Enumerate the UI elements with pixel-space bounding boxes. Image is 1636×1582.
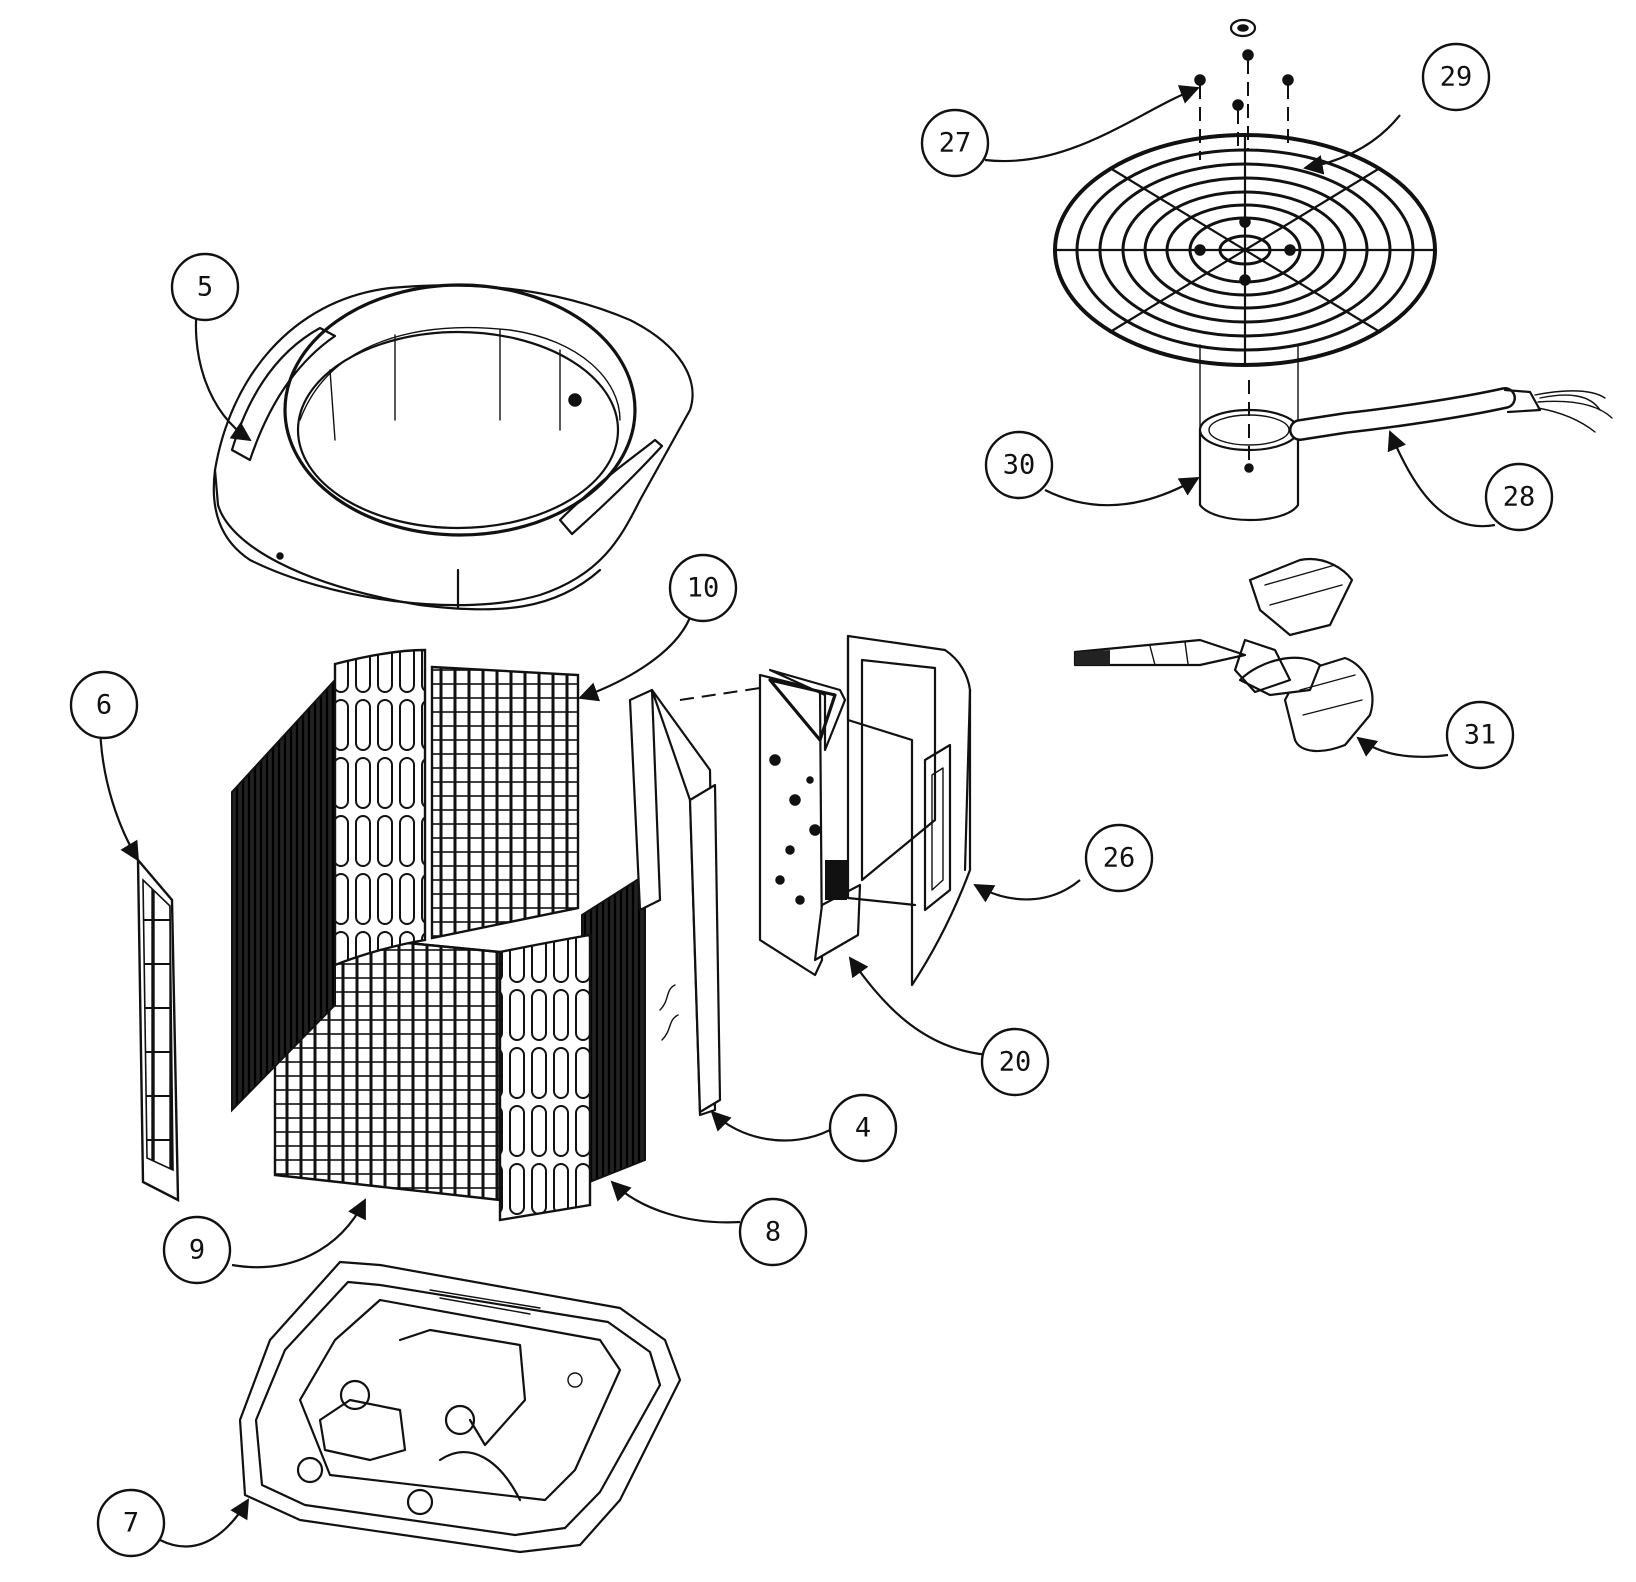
callout-28: 28 (1484, 462, 1554, 532)
fan-blade (1073, 557, 1374, 753)
condenser-coil-right (581, 873, 646, 1187)
callout-30: 30 (984, 430, 1054, 500)
leader-29 (1303, 114, 1401, 175)
callout-27-label: 27 (939, 128, 972, 159)
fan-motor (1198, 344, 1300, 521)
leader-30 (1044, 477, 1200, 507)
condenser-coil-left (231, 677, 336, 1113)
callout-5: 5 (170, 252, 240, 322)
leader-7 (159, 1498, 250, 1548)
callout-30-label: 30 (1003, 450, 1036, 481)
top-cover (212, 283, 694, 611)
leader-10 (578, 611, 694, 702)
leader-31 (1356, 736, 1449, 758)
leader-28 (1387, 430, 1496, 528)
louvered-corner-panel-front (498, 933, 592, 1222)
leader-8 (610, 1180, 741, 1224)
leader-6 (98, 719, 140, 862)
leader-4 (710, 1110, 831, 1142)
callout-20-label: 20 (999, 1047, 1032, 1078)
callout-6: 6 (69, 670, 139, 740)
callout-29: 29 (1421, 42, 1491, 112)
callout-9: 9 (162, 1215, 232, 1285)
motor-wire-conduit (1289, 387, 1613, 441)
callout-31-label: 31 (1464, 720, 1497, 751)
leader-9 (231, 1198, 366, 1269)
callout-26-label: 26 (1103, 843, 1136, 874)
callout-27: 27 (920, 108, 990, 178)
callout-9-label: 9 (189, 1235, 205, 1266)
corner-post (628, 688, 722, 1117)
callout-29-label: 29 (1440, 62, 1473, 93)
fan-guard (1053, 133, 1437, 367)
base-pan (238, 1260, 682, 1554)
callout-20: 20 (980, 1027, 1050, 1097)
leader-lines (98, 85, 1496, 1548)
access-panel (846, 634, 972, 987)
callout-10: 10 (668, 553, 738, 623)
callout-10-label: 10 (687, 573, 720, 604)
side-grille-panel (136, 856, 180, 1202)
callout-28-label: 28 (1503, 482, 1536, 513)
leader-27 (984, 85, 1200, 163)
callout-7: 7 (96, 1488, 166, 1558)
callout-4: 4 (828, 1093, 898, 1163)
guard-screws (1194, 18, 1294, 160)
callout-8: 8 (738, 1197, 808, 1267)
callout-5-label: 5 (197, 272, 213, 303)
alignment-line (679, 687, 761, 701)
callout-8-label: 8 (765, 1217, 781, 1248)
callout-6-label: 6 (96, 690, 112, 721)
leader-26 (973, 879, 1081, 903)
callout-31: 31 (1445, 700, 1515, 770)
louvered-corner-panel-rear (333, 648, 427, 967)
callout-7-label: 7 (123, 1508, 139, 1539)
control-panel (758, 668, 862, 977)
leader-20 (848, 956, 991, 1057)
callout-26: 26 (1084, 823, 1154, 893)
rear-grille (430, 665, 580, 940)
callout-4-label: 4 (855, 1113, 871, 1144)
